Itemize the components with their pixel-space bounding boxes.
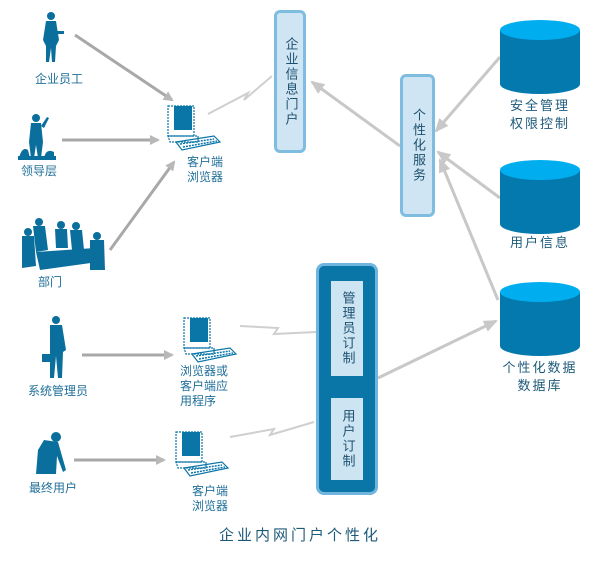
computer-icon (175, 431, 230, 477)
group-meeting-icon (22, 218, 105, 270)
actor-label-enduser: 最终用户 (28, 481, 77, 495)
database-icon (500, 160, 580, 234)
db-label-security: 安全管理 权限控制 (490, 98, 590, 134)
businessman-briefcase-icon (42, 316, 66, 378)
client-label-2: 浏览器或 客户端应 用程序 (180, 364, 240, 409)
client-label-3-line1: 客户端 (191, 484, 228, 498)
client-label-2-line2: 客户端应 (180, 379, 229, 393)
person-standing-icon (43, 12, 64, 62)
arrow-department-to-client (108, 160, 176, 251)
admin-customization-label: 管理员订制 (339, 291, 355, 366)
client-label-1-line2: 浏览器 (186, 170, 223, 184)
computers-group (167, 105, 238, 477)
db-label-userinfo: 用户信息 (490, 235, 590, 253)
db-label-personal: 个性化数据 数据库 (488, 360, 592, 396)
client-label-2-line3: 用程序 (180, 394, 217, 408)
db-label-personal-line1: 个性化数据 (502, 361, 578, 376)
user-customization-box[interactable]: 用户订制 (331, 398, 363, 480)
database-icon (500, 282, 580, 356)
client-label-1: 客户端 浏览器 (180, 155, 230, 185)
user-customization-label: 用户订制 (339, 409, 355, 469)
computer-icon (183, 317, 238, 363)
diagram-title: 企业内网门户个性化 (218, 526, 381, 544)
link-client2-customization (239, 325, 317, 336)
arrow-employee-to-client (74, 33, 174, 102)
databases-group (500, 20, 580, 356)
person-bending-icon (36, 432, 66, 474)
client-label-1-line1: 客户端 (186, 155, 223, 169)
actor-label-employee: 企业员工 (34, 72, 83, 86)
arrow-security-to-service (434, 56, 502, 133)
database-icon (500, 20, 580, 94)
portal-label: 企业信息门户 (282, 36, 298, 127)
link-client3-customization (229, 421, 315, 438)
db-label-userinfo-line1: 用户信息 (509, 236, 570, 251)
client-label-2-line1: 浏览器或 (180, 364, 229, 378)
actor-label-department: 部门 (37, 275, 62, 289)
admin-customization-box[interactable]: 管理员订制 (331, 281, 363, 376)
portal-box[interactable]: 企业信息门户 (274, 10, 306, 153)
arrow-personal-to-service (438, 158, 500, 301)
link-client1-portal (207, 75, 273, 115)
db-label-security-line2: 权限控制 (509, 117, 570, 132)
customization-panel: 管理员订制 用户订制 (316, 263, 378, 495)
client-label-3: 客户端 浏览器 (185, 484, 235, 514)
personalization-service-box[interactable]: 个性化服务 (400, 74, 435, 217)
arrow-customization-to-personal-db (377, 319, 498, 380)
actor-label-leader: 领导层 (20, 164, 57, 178)
client-label-3-line2: 浏览器 (191, 499, 228, 513)
actor-label-admin: 系统管理员 (27, 384, 88, 398)
db-label-personal-line2: 数据库 (517, 379, 563, 394)
db-label-security-line1: 安全管理 (509, 99, 570, 114)
arrow-service-to-portal (310, 80, 401, 148)
person-presenting-icon (18, 114, 56, 160)
service-label: 个性化服务 (410, 108, 425, 183)
computer-icon (167, 105, 222, 151)
